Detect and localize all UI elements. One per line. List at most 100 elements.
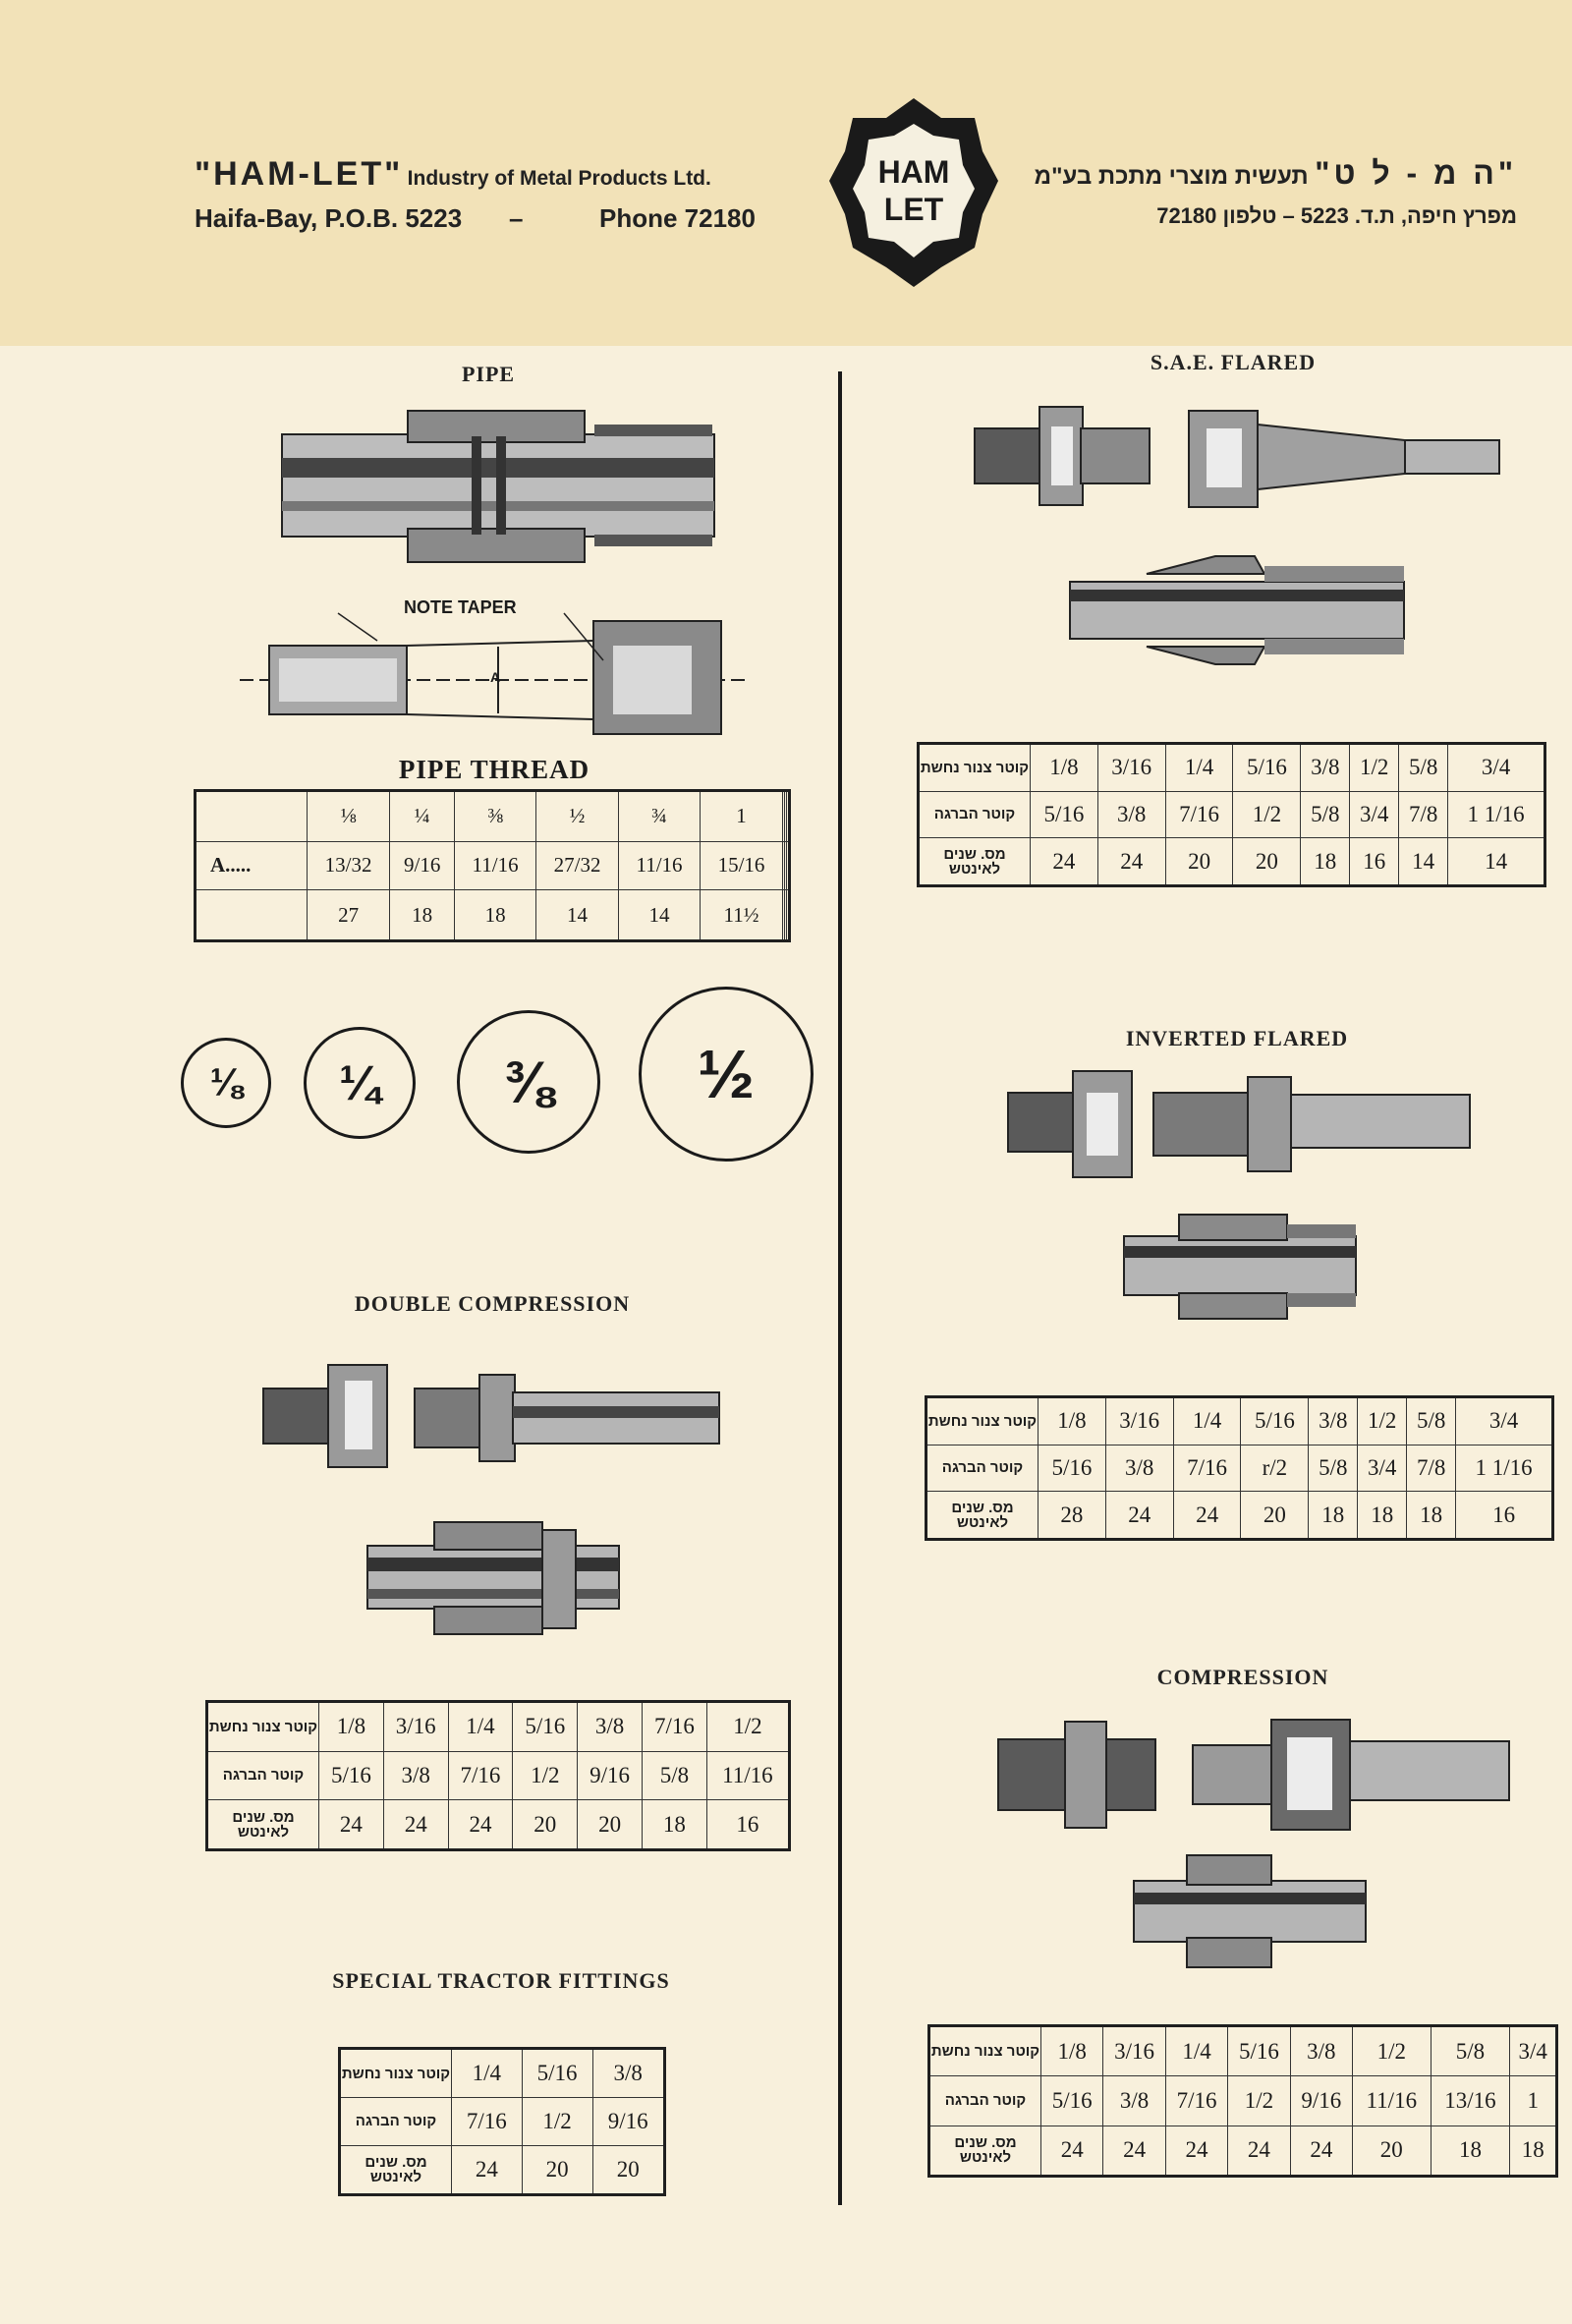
- pipe-thread-title: PIPE THREAD: [398, 755, 590, 784]
- table-cell: 7/8: [1398, 791, 1448, 839]
- table-cell: 1/4: [1164, 743, 1233, 792]
- size-circle: ½: [639, 987, 814, 1162]
- table-cell: 1/2: [1357, 1396, 1407, 1445]
- label-thread: קוטר הברגה: [918, 791, 1031, 839]
- table-cell: ⅜: [454, 790, 536, 842]
- logo-text-ham: HAM: [878, 154, 950, 190]
- table-cell: 24: [1039, 2126, 1103, 2177]
- ham-let-logo: HAM LET: [829, 98, 998, 287]
- size-circle: ⅛: [181, 1038, 271, 1128]
- table-cell: 3/16: [382, 1701, 449, 1752]
- table-cell: 20: [512, 1799, 578, 1850]
- table-cell: [783, 790, 786, 842]
- table-cell: 20: [1352, 2126, 1432, 2177]
- table-cell: 1/8: [1030, 743, 1098, 792]
- table-cell: 5/8: [1430, 2025, 1510, 2077]
- label-thread: קוטר הברגה: [339, 2097, 452, 2146]
- table-cell: 1 1/16: [1455, 1445, 1553, 1493]
- table-row: מס. שנים לאינטש 28 24 24 20 18 18 18 16: [926, 1491, 1553, 1540]
- table-cell: 11/16: [705, 1751, 790, 1801]
- table-cell: [195, 790, 308, 842]
- header-english: "HAM-LET" Industry of Metal Products Ltd…: [195, 155, 756, 234]
- table-cell: 5/8: [1406, 1396, 1456, 1445]
- table-cell: 16: [1349, 837, 1399, 886]
- table-row: מס. שנים לאינטש 24 20 20: [340, 2145, 665, 2195]
- table-cell: 5/16: [1038, 1445, 1106, 1493]
- hebrew-tagline: תעשית מוצרי מתכת בע"מ: [1034, 163, 1309, 190]
- table-cell: 11/16: [618, 841, 701, 891]
- table-cell: 9/16: [591, 2097, 665, 2146]
- table-cell: 1: [1509, 2075, 1557, 2126]
- table-cell: 1/2: [1349, 743, 1399, 792]
- table-cell: ¾: [618, 790, 701, 842]
- compression-illustration: [997, 1719, 1510, 1831]
- header-band: [0, 0, 1572, 346]
- table-cell: 27/32: [534, 841, 619, 891]
- table-row: קוטר הברגה 5/16 3/8 7/16 r/2 5/8 3/4 7/8…: [926, 1445, 1553, 1493]
- table-cell: 1/2: [512, 1751, 578, 1801]
- header-hebrew: "ה מ - ל ט" תעשית מוצרי מתכת בע"מ מפרץ ח…: [1035, 155, 1517, 229]
- compression-assembly: [1133, 1854, 1367, 1968]
- table-cell: 3/8: [1096, 791, 1166, 839]
- table-cell: 20: [1164, 837, 1233, 886]
- table-cell: 7/16: [447, 1751, 513, 1801]
- label-thread: קוטר הברגה: [926, 1445, 1039, 1493]
- table-cell: [785, 841, 790, 891]
- table-cell: [782, 889, 785, 941]
- table-cell: 18: [1308, 1491, 1358, 1540]
- table-cell: 18: [454, 889, 536, 941]
- table-row: קוטר הברגה 7/16 1/2 9/16: [339, 2097, 665, 2146]
- table-cell: 1/2: [1352, 2025, 1432, 2077]
- label-copper-pipe: קוטר צנור נחשת: [918, 743, 1031, 792]
- table-cell: 18: [1509, 2126, 1557, 2177]
- table-cell: 1/2: [1232, 791, 1301, 839]
- table-cell: 9/16: [389, 841, 455, 891]
- tractor-fittings-title: SPECIAL TRACTOR FITTINGS: [332, 1968, 670, 1993]
- label-thread: קוטר הברגה: [206, 1751, 319, 1801]
- table-cell: 1/4: [451, 2048, 523, 2099]
- hebrew-address: מפרץ חיפה, ת.ד. 5223 – טלפון 72180: [1156, 203, 1517, 228]
- table-cell: 5/8: [1308, 1445, 1358, 1493]
- table-row: מס. שנים לאינטש 24 24 24 24 24 20 18 18: [929, 2126, 1557, 2177]
- table-cell: 3/4: [1447, 743, 1545, 792]
- table-cell: 15/16: [699, 841, 783, 891]
- table-row: מס. שנים לאינטש 24 24 20 20 18 16 14 14: [919, 837, 1545, 886]
- table-cell: [782, 841, 785, 891]
- table-cell: 14: [1447, 837, 1545, 886]
- label-copper-pipe: קוטר צנור נחשת: [926, 1396, 1039, 1445]
- table-row: קוטר צנור נחשת 1/8 3/16 1/4 5/16 3/8 7/1…: [206, 1701, 790, 1752]
- table-cell: 3/8: [1300, 743, 1350, 792]
- table-cell: 24: [451, 2145, 523, 2195]
- table-cell: 3/4: [1357, 1445, 1407, 1493]
- table-row: קוטר צנור נחשת 1/8 3/16 1/4 5/16 3/8 1/2…: [928, 2025, 1557, 2077]
- table-cell: 11/16: [1352, 2075, 1432, 2126]
- table-cell: 7/16: [451, 2097, 523, 2146]
- double-compression-illustration: [262, 1364, 720, 1468]
- pipe-thread-table: ⅛ ¼ ⅜ ½ ¾ 1 A..... 13/32 9/16 11/16 27/3…: [194, 789, 791, 942]
- table-cell: 3/16: [1096, 743, 1166, 792]
- table-cell: 1 1/16: [1447, 791, 1545, 839]
- compression-title: COMPRESSION: [1156, 1665, 1329, 1689]
- table-cell: [785, 889, 790, 941]
- table-cell: 7/16: [1172, 1445, 1241, 1493]
- label-copper-pipe: קוטר צנור נחשת: [206, 1701, 319, 1752]
- table-cell: 18: [1406, 1491, 1456, 1540]
- table-cell: 24: [382, 1799, 449, 1850]
- table-cell: 3/16: [1102, 2025, 1166, 2077]
- row-label-a: A.....: [195, 841, 308, 891]
- table-cell: 1/8: [1038, 1396, 1106, 1445]
- label-tpi: מס. שנים לאינטש: [943, 845, 1006, 878]
- table-cell: 3/8: [1308, 1396, 1358, 1445]
- table-cell: 1/2: [1227, 2075, 1291, 2126]
- table-cell: 9/16: [1289, 2075, 1353, 2126]
- address-dash: –: [509, 203, 524, 233]
- table-cell: 24: [1030, 837, 1098, 886]
- table-cell: 7/16: [641, 1701, 707, 1752]
- table-cell: 20: [1232, 837, 1301, 886]
- sae-flared-illustration: [974, 406, 1500, 508]
- double-compression-table: קוטר צנור נחשת 1/8 3/16 1/4 5/16 3/8 7/1…: [205, 1700, 791, 1851]
- table-cell: 1/2: [521, 2097, 592, 2146]
- table-cell: 16: [705, 1799, 790, 1850]
- table-cell: 5/8: [641, 1751, 707, 1801]
- table-cell: 9/16: [577, 1751, 643, 1801]
